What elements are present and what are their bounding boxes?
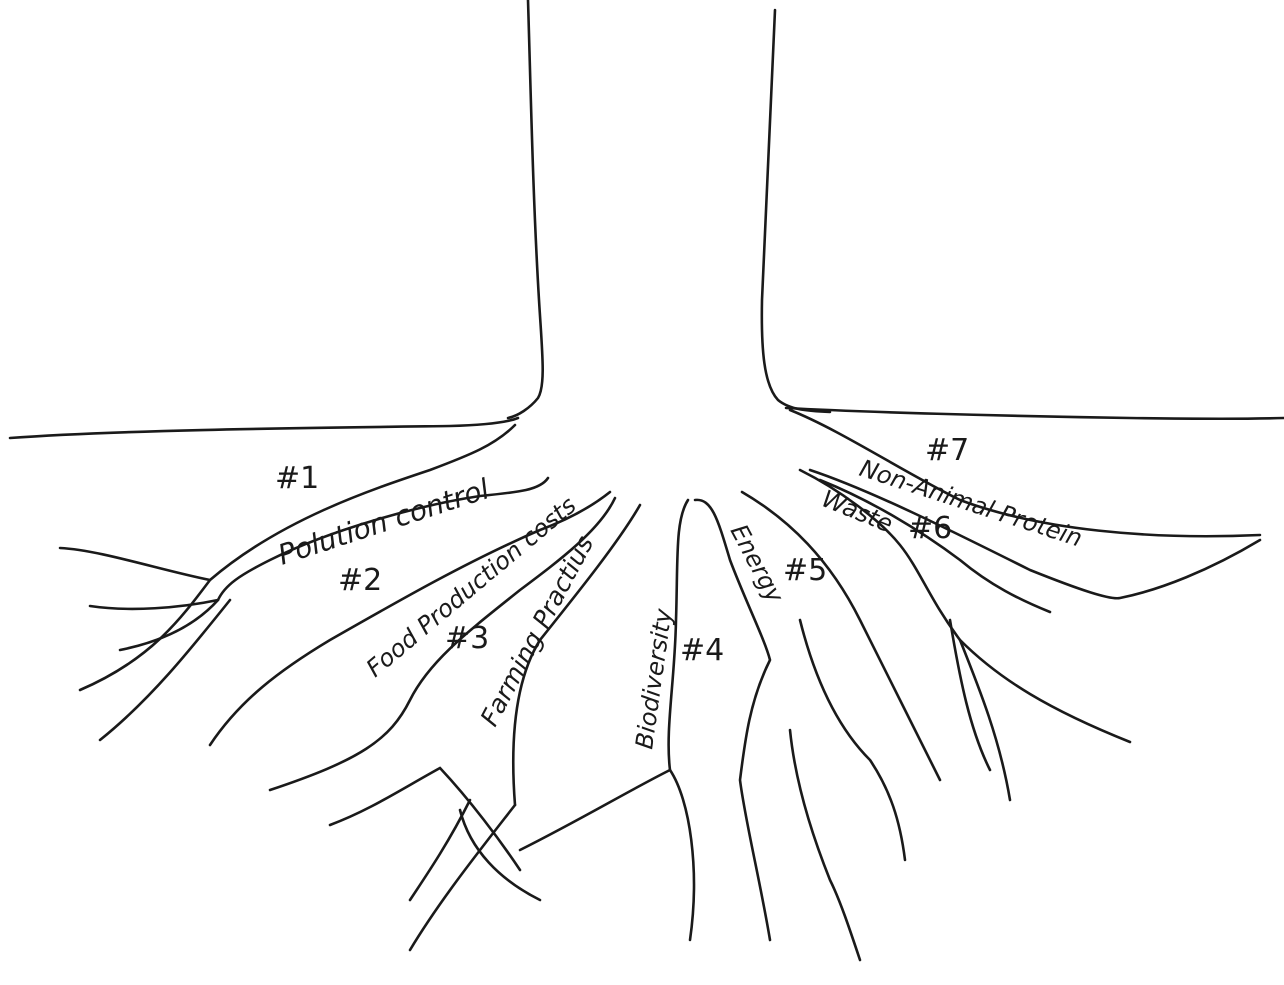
root-3-tip	[410, 805, 540, 950]
root-4-label: Biodiversity	[630, 606, 678, 751]
root-6-number: #6	[908, 511, 952, 546]
root-6-tip	[950, 620, 1010, 800]
root-1-number: #1	[275, 461, 319, 496]
root-4-number: #4	[680, 633, 724, 668]
tree-trunk	[508, 0, 830, 418]
trunk-right-edge	[762, 10, 830, 412]
root-2-number: #2	[338, 563, 382, 598]
root-3-number: #3	[445, 621, 489, 656]
root-6-label: Waste	[818, 485, 897, 539]
ground-right	[786, 408, 1284, 419]
root-4-left	[669, 500, 694, 940]
trunk-left-edge	[508, 0, 543, 418]
root-5-fork-a	[800, 620, 905, 860]
root-5-fork-b	[790, 730, 860, 960]
ground-left	[10, 418, 518, 438]
root-5-number: #5	[783, 553, 827, 588]
root-4-under	[520, 770, 670, 850]
root-5-label: Energy	[725, 520, 790, 608]
root-1-branch	[80, 580, 218, 690]
ground-line	[10, 408, 1284, 438]
root-7-number: #7	[925, 433, 969, 468]
